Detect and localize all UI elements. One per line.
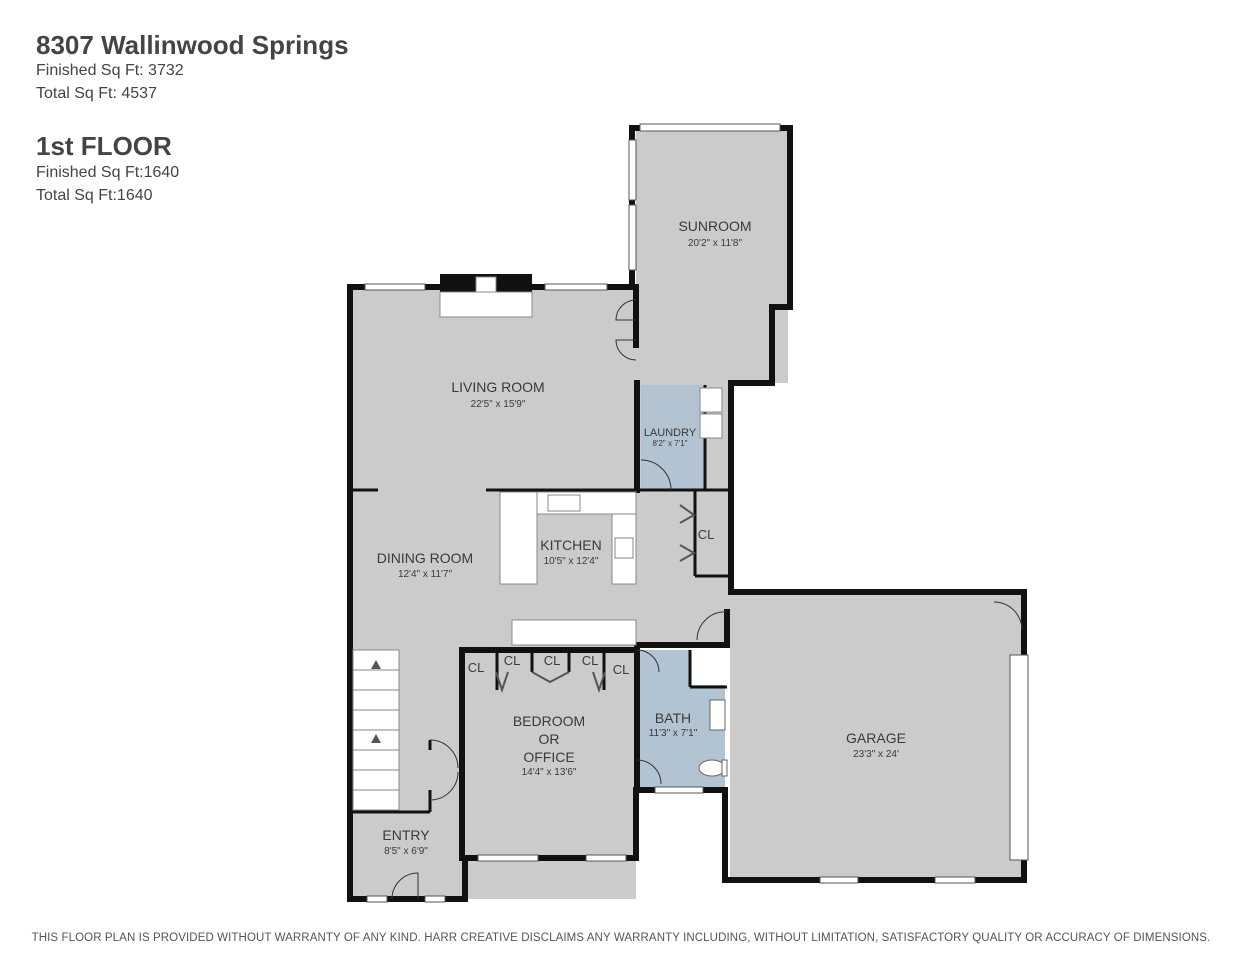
garage-dims: 23'3" x 24' xyxy=(853,749,899,760)
disclaimer-footer: THIS FLOOR PLAN IS PROVIDED WITHOUT WARR… xyxy=(31,932,1211,944)
doors xyxy=(391,299,1023,900)
dining-room-name: DINING ROOM xyxy=(377,550,473,566)
floor-title: 1st FLOOR xyxy=(36,131,172,161)
fireplace xyxy=(439,274,533,318)
sunroom-dims: 20'2" x 11'8" xyxy=(688,238,743,249)
floor-finished-sqft: Finished Sq Ft:1640 xyxy=(36,164,180,181)
closet-label: CL xyxy=(468,660,485,675)
closet-label: CL xyxy=(698,527,715,542)
finished-sqft-total: Finished Sq Ft: 3732 xyxy=(36,62,184,79)
closet-label: CL xyxy=(613,662,630,677)
kitchen-counters xyxy=(499,387,723,646)
bath-dims: 11'3" x 7'1" xyxy=(649,728,698,739)
closet-doors xyxy=(495,504,697,694)
kitchen-name: KITCHEN xyxy=(540,537,601,553)
room-labels: SUNROOM 20'2" x 11'8" LIVING ROOM 22'5" … xyxy=(377,218,906,857)
closet-label: CL xyxy=(544,653,561,668)
entry-name: ENTRY xyxy=(382,827,430,843)
bath-name: BATH xyxy=(655,710,691,726)
garage-name: GARAGE xyxy=(846,730,906,746)
total-sqft-total: Total Sq Ft: 4537 xyxy=(36,85,157,102)
floor-total-sqft: Total Sq Ft:1640 xyxy=(36,187,153,204)
laundry-name: LAUNDRY xyxy=(644,427,697,439)
kitchen-dims: 10'5" x 12'4" xyxy=(544,556,599,567)
windows xyxy=(364,123,1029,903)
laundry-floor xyxy=(641,385,705,491)
closet-label: CL xyxy=(582,653,599,668)
bedroom-name-line2: OR xyxy=(539,731,560,747)
laundry-dims: 8'2" x 7'1" xyxy=(653,439,688,448)
stairs xyxy=(352,649,400,811)
dining-room-dims: 12'4" x 11'7" xyxy=(398,569,453,580)
entry-dims: 8'5" x 6'9" xyxy=(384,846,428,857)
bedroom-name-line3: OFFICE xyxy=(523,749,574,765)
property-address: 8307 Wallinwood Springs xyxy=(36,30,349,60)
bedroom-name-line1: BEDROOM xyxy=(513,713,585,729)
inner-walls xyxy=(350,385,731,814)
living-room-name: LIVING ROOM xyxy=(451,379,544,395)
living-room-dims: 22'5" x 15'9" xyxy=(471,399,526,410)
bath-fixtures xyxy=(698,699,728,777)
sunroom-name: SUNROOM xyxy=(678,218,751,234)
bedroom-dims: 14'4" x 13'6" xyxy=(522,767,577,778)
closet-label: CL xyxy=(504,653,521,668)
